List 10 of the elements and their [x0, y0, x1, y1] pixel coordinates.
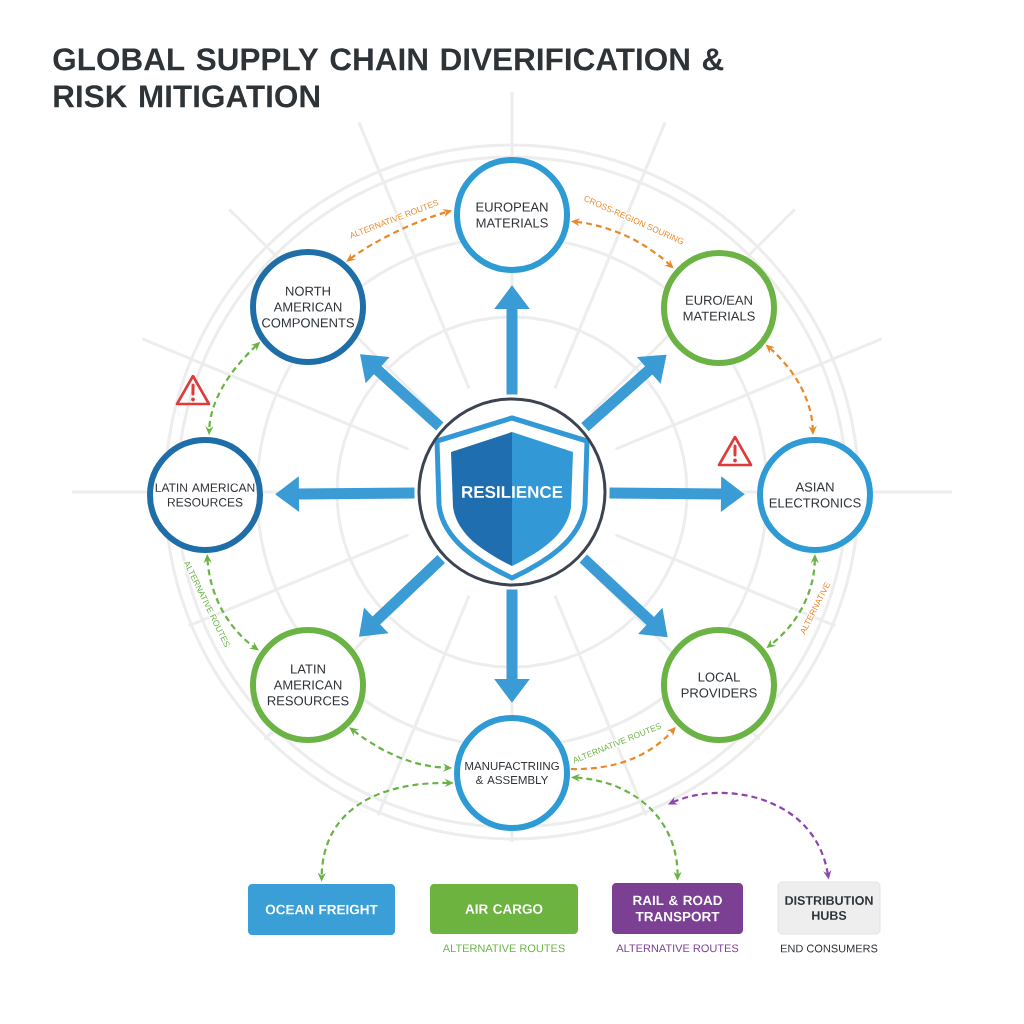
caption-text: ALTERNATIVE ROUTES	[616, 944, 739, 953]
arrow	[359, 555, 445, 637]
rounded-box: OCEAN FREIGHT	[248, 884, 395, 935]
caption-text: ALTERNATIVE ROUTES	[442, 944, 565, 953]
rounded-box: RAIL & ROAD TRANSPORT	[612, 883, 743, 934]
caption-text: END CONSUMERS	[781, 944, 878, 953]
title: GLOBAL SUPPLY CHAIN DIVERIFICATION & RISK MITIGATION	[53, 48, 724, 108]
arrow	[360, 354, 444, 431]
rounded-box: DISTRIBUTION HUBS	[777, 881, 881, 935]
rounded-box: AIR CARGO	[430, 884, 578, 934]
